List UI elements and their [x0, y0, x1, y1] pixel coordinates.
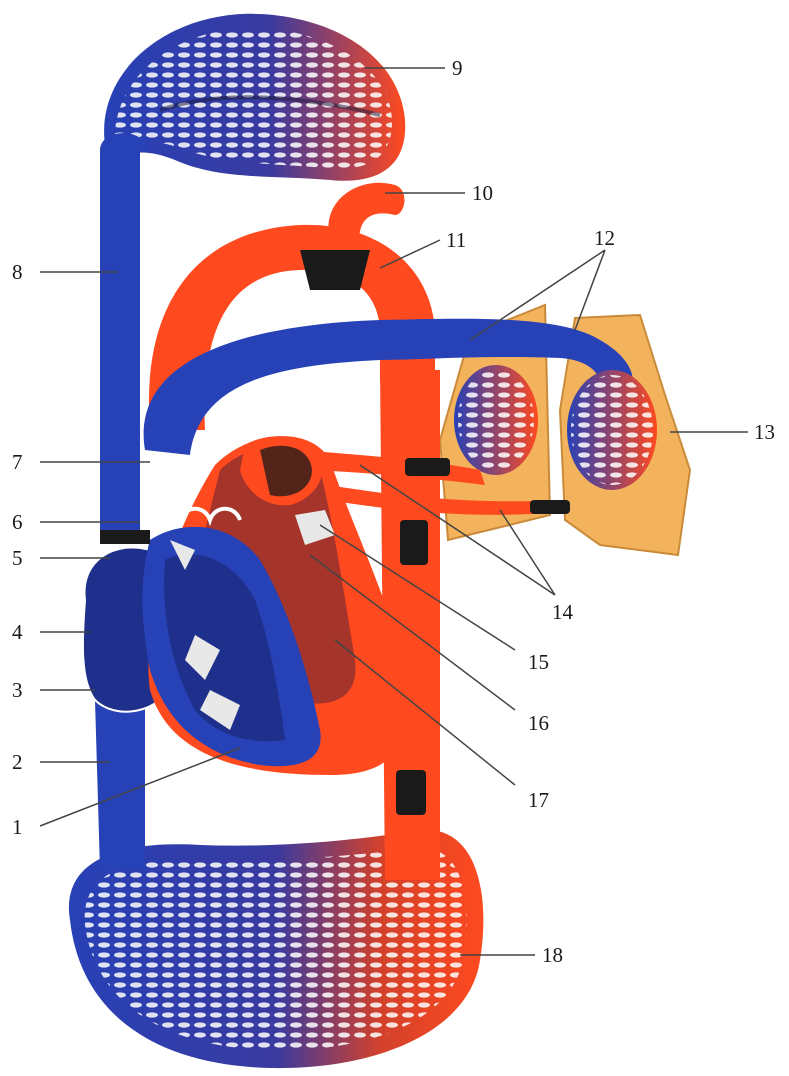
- label-4: 4: [12, 622, 23, 643]
- inferior-vena-cava: [95, 700, 145, 870]
- label-2: 2: [12, 752, 23, 773]
- label-8: 8: [12, 262, 23, 283]
- label-10: 10: [472, 183, 493, 204]
- heart: [143, 436, 408, 775]
- superior-vena-cava: [100, 150, 140, 540]
- lung-capillaries: [454, 365, 657, 490]
- label-9: 9: [452, 58, 463, 79]
- label-17: 17: [528, 790, 549, 811]
- label-12: 12: [594, 228, 615, 249]
- label-5: 5: [12, 548, 23, 569]
- upper-capillary-network: [104, 14, 405, 181]
- label-18: 18: [542, 945, 563, 966]
- label-13: 13: [754, 422, 775, 443]
- label-15: 15: [528, 652, 549, 673]
- label-1: 1: [12, 817, 23, 838]
- label-6: 6: [12, 512, 23, 533]
- label-11: 11: [446, 230, 466, 251]
- label-3: 3: [12, 680, 23, 701]
- label-14: 14: [552, 602, 573, 623]
- label-7: 7: [12, 452, 23, 473]
- label-16: 16: [528, 713, 549, 734]
